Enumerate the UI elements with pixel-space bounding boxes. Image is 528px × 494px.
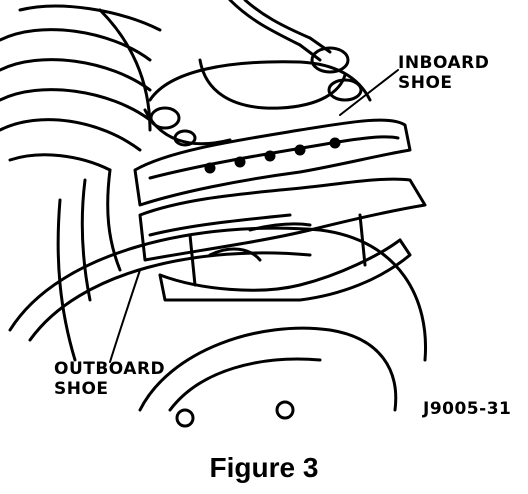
part-number-label: J9005-31 <box>423 399 512 419</box>
outboard-shoe-label: OUTBOARD SHOE <box>54 359 165 399</box>
figure-caption: Figure 3 <box>209 452 319 483</box>
outboard-label-line2: SHOE <box>54 379 109 399</box>
inboard-label-line1: INBOARD <box>398 53 490 73</box>
caliper-body <box>143 46 372 147</box>
anchor-bracket <box>158 213 412 302</box>
brake-rotor <box>8 226 428 428</box>
inboard-shoe-plate <box>133 118 412 207</box>
brake-hose <box>228 0 332 62</box>
inboard-label-line2: SHOE <box>398 73 453 93</box>
inboard-shoe-label: INBOARD SHOE <box>398 53 489 93</box>
coil-spring <box>0 4 162 172</box>
outboard-shoe-plate <box>138 177 427 262</box>
outboard-label-line1: OUTBOARD <box>54 359 166 379</box>
leader-lines <box>109 69 399 363</box>
steering-knuckle <box>56 168 122 362</box>
